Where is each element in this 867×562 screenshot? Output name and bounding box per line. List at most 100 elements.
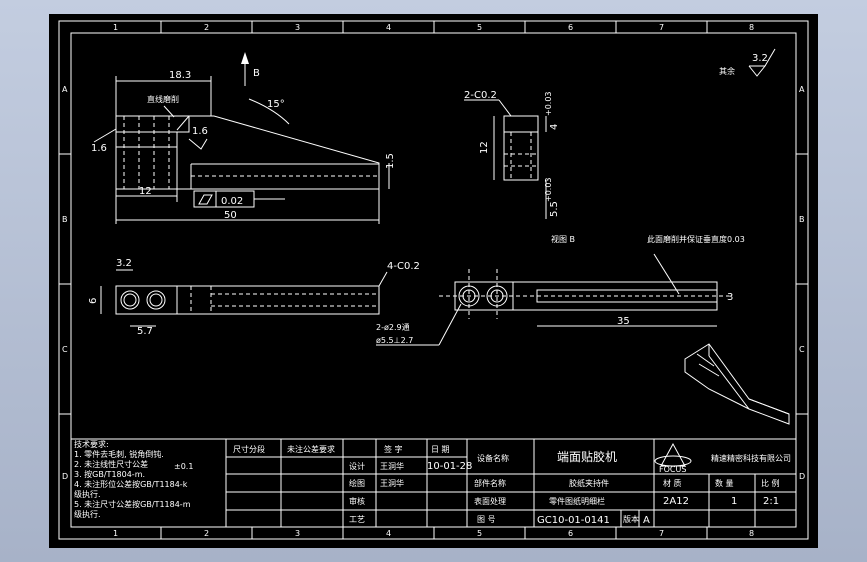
zone-c: C bbox=[62, 345, 68, 354]
device-name-label: 设备名称 bbox=[477, 453, 509, 463]
dim-3-2: 3.2 bbox=[116, 258, 132, 269]
zone-6-bottom: 6 bbox=[568, 529, 573, 538]
col-dim: 尺寸分段 bbox=[233, 444, 265, 454]
qty: 1 bbox=[731, 496, 737, 507]
zone-c-right: C bbox=[799, 345, 805, 354]
surface-label: 表面处理 bbox=[474, 496, 506, 506]
zone-3-bottom: 3 bbox=[295, 529, 300, 538]
tech-requirements: 技术要求: 1. 零件去毛刺, 锐角倒钝. 2. 未注线性尺寸公差 3. 按GB… bbox=[74, 439, 193, 519]
svg-text:级执行.: 级执行. bbox=[74, 509, 101, 519]
zone-numbers-top: 1 2 3 4 5 6 7 8 1 2 3 4 5 bbox=[113, 21, 754, 539]
zone-4-bottom: 4 bbox=[386, 529, 391, 538]
drawing-canvas: 1 2 3 4 5 6 7 8 1 2 3 4 5 bbox=[58, 20, 809, 540]
dim-6: 6 bbox=[88, 298, 99, 304]
draw-name: 王洞华 bbox=[380, 478, 404, 488]
part-name: 胶纸夹持件 bbox=[569, 478, 609, 488]
zone-8: 8 bbox=[749, 23, 754, 32]
drawing-no-label: 图 号 bbox=[477, 515, 496, 524]
zone-a: A bbox=[62, 85, 68, 94]
zone-1-bottom: 1 bbox=[113, 529, 118, 538]
zone-8-bottom: 8 bbox=[749, 529, 754, 538]
front-view: 18.3 直线磨削 15° 1.6 1.6 1.5 12 50 bbox=[91, 70, 396, 224]
material: 2A12 bbox=[663, 496, 689, 507]
dim-18-3: 18.3 bbox=[169, 70, 191, 81]
tolerance-note: ±0.1 bbox=[174, 462, 193, 471]
svg-text:B: B bbox=[253, 68, 260, 79]
sign-header: 签 字 bbox=[384, 444, 403, 454]
svg-text:技术要求:: 技术要求: bbox=[74, 439, 109, 449]
part-desc: 零件图纸明细栏 bbox=[549, 496, 605, 506]
review-label: 审核 bbox=[349, 496, 365, 506]
logo-text: FOCUS bbox=[659, 465, 686, 474]
zone-7-bottom: 7 bbox=[659, 529, 664, 538]
view-b-arrow: B bbox=[241, 52, 260, 86]
dim-5-5-tol: +0.03 bbox=[544, 177, 553, 202]
view-b-label: 视图 B bbox=[551, 234, 575, 244]
zone-2: 2 bbox=[204, 23, 209, 32]
zone-b-right: B bbox=[799, 215, 805, 224]
dim-12a: 12 bbox=[139, 186, 152, 197]
dim-4-c02: 4-C0.2 bbox=[387, 261, 420, 272]
dim-35: 35 bbox=[617, 316, 630, 327]
company-name: 精速精密科技有限公司 bbox=[711, 453, 791, 463]
title-block-cells: 尺寸分段 未注公差要求 签 字 日 期 设计 王洞华 10-01-28 绘图 王… bbox=[233, 444, 791, 526]
svg-text:级执行.: 级执行. bbox=[74, 489, 101, 499]
note-top-left: 直线磨削 bbox=[147, 94, 179, 104]
top-view: 3.2 6 5.7 4-C0.2 bbox=[88, 258, 420, 337]
dim-1-5: 1.5 bbox=[385, 153, 396, 169]
dim-4-tol: +0.03 bbox=[544, 91, 553, 116]
zone-b: B bbox=[62, 215, 68, 224]
zone-5-bottom: 5 bbox=[477, 529, 482, 538]
company-logo: FOCUS bbox=[654, 442, 692, 474]
version: A bbox=[643, 515, 650, 526]
svg-text:3. 按GB/T1804-m.: 3. 按GB/T1804-m. bbox=[74, 469, 145, 479]
title-block bbox=[70, 438, 797, 528]
dim-5-5: 5.5 bbox=[549, 201, 560, 217]
zone-6: 6 bbox=[568, 23, 573, 32]
dim-2-c02: 2-C0.2 bbox=[464, 90, 497, 101]
view-b: 视图 B 此面磨削并保证垂直度0.03 35 3 2-ø2.9通 ø5.5⊥2.… bbox=[376, 234, 745, 346]
process-label: 工艺 bbox=[349, 515, 365, 524]
dim-5-7: 5.7 bbox=[137, 326, 153, 337]
drawing-sheet[interactable]: 1 2 3 4 5 6 7 8 1 2 3 4 5 bbox=[49, 14, 818, 548]
tolerance-value: 0.02 bbox=[221, 196, 243, 207]
dim-15deg: 15° bbox=[267, 99, 285, 110]
device-name: 端面贴胶机 bbox=[557, 449, 617, 464]
dim-1-6a: 1.6 bbox=[91, 143, 107, 154]
svg-text:1. 零件去毛刺, 锐角倒钝.: 1. 零件去毛刺, 锐角倒钝. bbox=[74, 449, 164, 459]
dim-3: 3 bbox=[727, 292, 733, 303]
drawing-no: GC10-01-0141 bbox=[537, 515, 610, 526]
scale-label: 比 例 bbox=[761, 478, 780, 488]
qty-label: 数 量 bbox=[715, 478, 734, 488]
dim-12b: 12 bbox=[479, 141, 490, 154]
hole-note-2: ø5.5⊥2.7 bbox=[376, 336, 413, 345]
design-name: 王洞华 bbox=[380, 461, 404, 471]
zone-2-bottom: 2 bbox=[204, 529, 209, 538]
roughness-value: 3.2 bbox=[752, 53, 768, 64]
isometric-view bbox=[684, 343, 790, 425]
roughness-other: 其余 bbox=[719, 66, 735, 76]
part-name-label: 部件名称 bbox=[474, 478, 506, 488]
zone-d-right: D bbox=[799, 472, 805, 481]
hole-note-1: 2-ø2.9通 bbox=[376, 322, 410, 332]
zone-letters: A B C D A B C D bbox=[59, 85, 808, 481]
zone-a-right: A bbox=[799, 85, 805, 94]
design-label: 设计 bbox=[349, 461, 365, 471]
zone-1: 1 bbox=[113, 23, 118, 32]
svg-text:4. 未注形位公差按GB/T1184-k: 4. 未注形位公差按GB/T1184-k bbox=[74, 479, 188, 489]
material-label: 材 质 bbox=[663, 478, 682, 488]
dim-50: 50 bbox=[224, 210, 237, 221]
dim-1-6b: 1.6 bbox=[192, 126, 208, 137]
draw-label: 绘图 bbox=[349, 478, 365, 488]
note-right-block: 此面磨削并保证垂直度0.03 bbox=[647, 234, 745, 244]
design-date: 10-01-28 bbox=[427, 461, 472, 472]
roughness-note: 其余 3.2 bbox=[719, 48, 776, 77]
svg-text:5. 未注尺寸公差按GB/T1184-m: 5. 未注尺寸公差按GB/T1184-m bbox=[74, 499, 191, 509]
version-label: 版本 bbox=[623, 514, 639, 524]
zone-3: 3 bbox=[295, 23, 300, 32]
dim-4: 4 bbox=[549, 124, 560, 130]
svg-text:2. 未注线性尺寸公差: 2. 未注线性尺寸公差 bbox=[74, 459, 148, 469]
zone-d: D bbox=[62, 472, 68, 481]
date-header: 日 期 bbox=[431, 445, 450, 454]
